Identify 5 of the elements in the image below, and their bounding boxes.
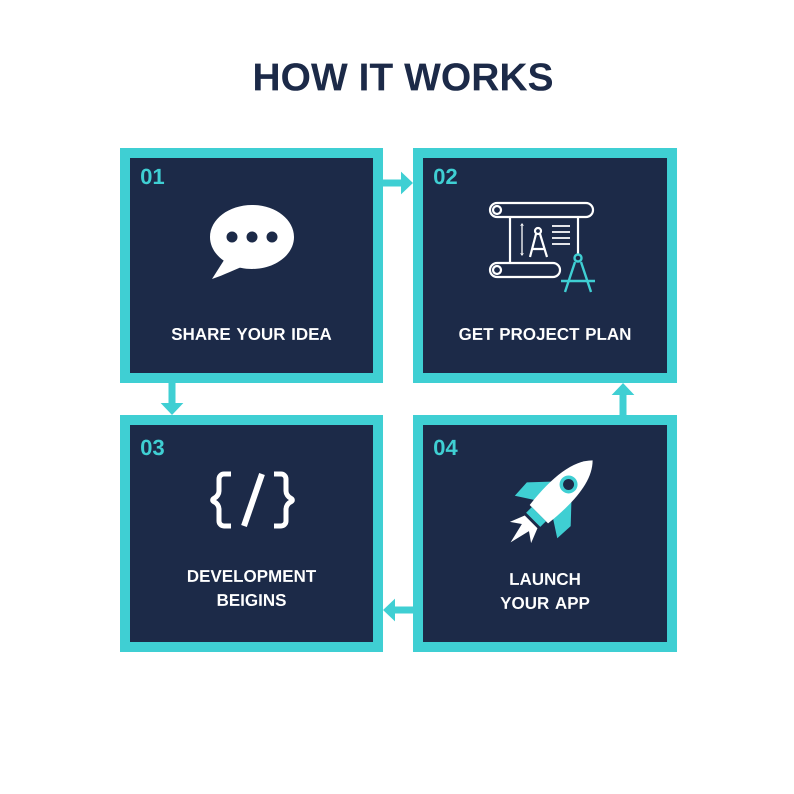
step-number: 02 (434, 168, 457, 184)
step-number: 04 (434, 440, 458, 456)
step-number: 03 (141, 440, 164, 456)
title: HOW IT WORKS (255, 63, 552, 91)
step-number: 01 (141, 168, 164, 184)
